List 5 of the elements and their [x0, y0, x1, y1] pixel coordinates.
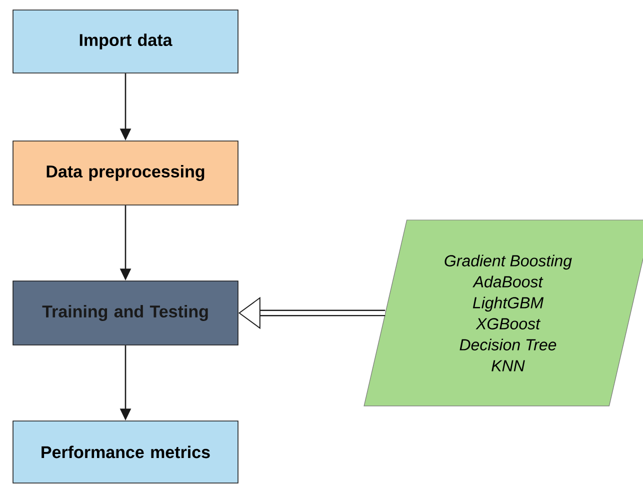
input-parallelogram: Gradient Boosting AdaBoost LightGBM XGBoost Decision Tree KNN [364, 220, 643, 406]
process-box: Import data [12, 10, 238, 74]
process-box: Performance metrics [12, 420, 238, 484]
process-box: Training and Testing [12, 280, 238, 346]
process-box: Data preprocessing [12, 140, 238, 206]
